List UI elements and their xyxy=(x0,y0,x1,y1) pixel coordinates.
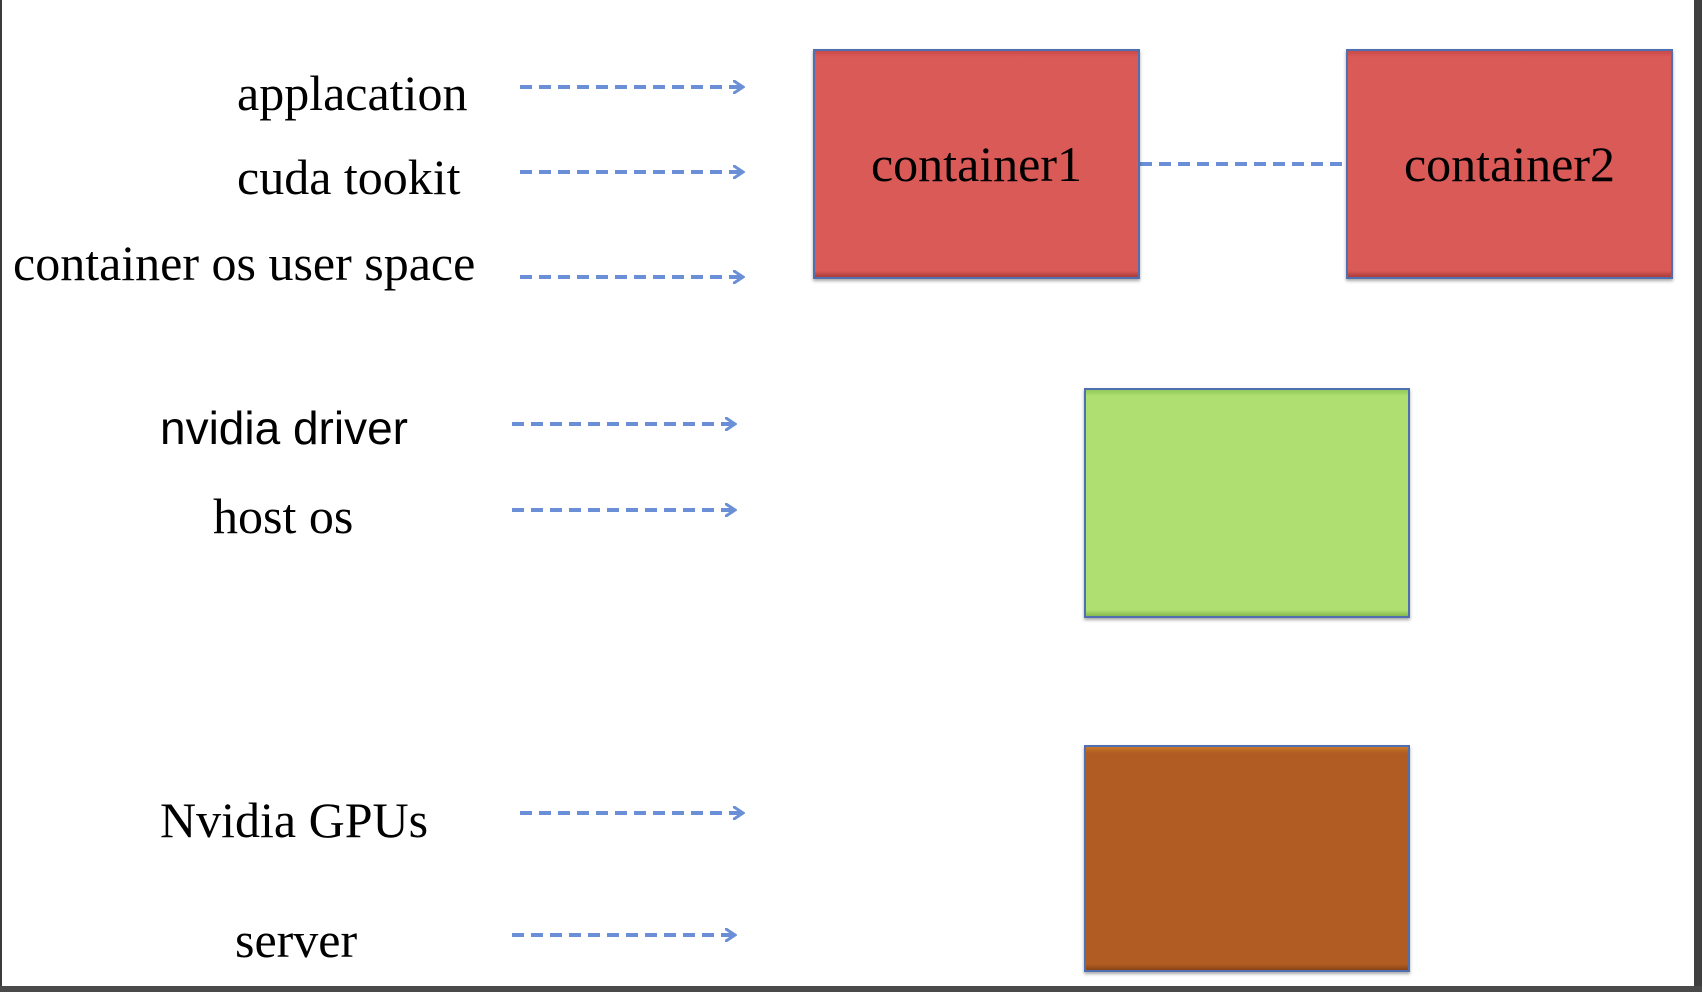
label-nvidia-gpus: Nvidia GPUs xyxy=(160,792,429,848)
bottom-border xyxy=(0,986,1702,992)
label-container-os-user-space: container os user space xyxy=(13,235,476,291)
container1-label: container1 xyxy=(870,136,1082,192)
hardware-box xyxy=(1084,745,1410,972)
label-applacation: applacation xyxy=(237,65,468,121)
label-host-os: host os xyxy=(213,488,354,544)
container2-label: container2 xyxy=(1403,136,1615,192)
label-nvidia-driver: nvidia driver xyxy=(160,402,408,454)
label-server: server xyxy=(235,912,358,968)
label-cuda-tookit: cuda tookit xyxy=(237,149,461,205)
right-border xyxy=(1694,0,1702,988)
container1-box: container1 xyxy=(813,49,1140,279)
host-box xyxy=(1084,388,1410,618)
left-border xyxy=(0,0,2,988)
container2-box: container2 xyxy=(1346,49,1673,279)
